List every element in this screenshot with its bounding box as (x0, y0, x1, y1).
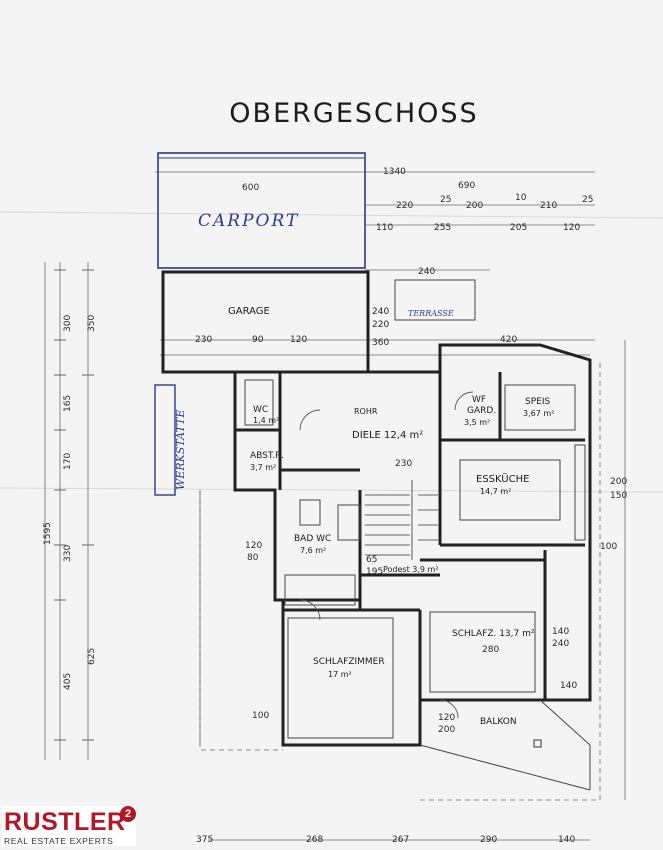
werkstaette-outline (154, 384, 176, 496)
wf-label: WF (472, 395, 486, 405)
dim-left-170: 170 (63, 453, 73, 470)
brand-name: RUSTLER (4, 808, 126, 836)
dim-bottom-375: 375 (196, 835, 213, 845)
dim-right-150: 150 (610, 491, 627, 501)
dim-row3-0: 110 (376, 223, 393, 233)
wc-label: WC (253, 405, 268, 415)
dim-row4-1: 240 (418, 267, 435, 277)
bad-area: 7,6 m² (300, 546, 326, 555)
speis-area: 3,67 m² (523, 409, 554, 418)
dim-misc-80: 80 (247, 553, 259, 563)
dim-left-405: 405 (63, 673, 73, 690)
esskueche-area: 14,7 m² (480, 487, 511, 496)
esskueche-label: ESSKÜCHE (476, 472, 529, 485)
dim-left-165: 165 (63, 395, 73, 412)
dim-top-690: 690 (458, 181, 475, 191)
dim-row2-4: 210 (540, 201, 557, 211)
dim-misc-120: 120 (245, 541, 262, 551)
dim-row3-1: 255 (434, 223, 451, 233)
dim-mid-2: 360 (372, 338, 389, 348)
dim-left-300: 300 (63, 315, 73, 332)
balkon-marker (533, 739, 542, 748)
wf-area: 3,5 m² (464, 418, 490, 427)
dim-garage-4: 120 (290, 335, 307, 345)
dim-right-140b: 140 (560, 681, 577, 691)
dim-left-1595: 1595 (43, 522, 53, 545)
paper-fold-lines (0, 211, 663, 493)
dim-left-625: 625 (87, 648, 97, 665)
dim-misc-120b: 120 (438, 713, 455, 723)
dim-bottom-267: 267 (392, 835, 409, 845)
dim-right-200: 200 (610, 477, 627, 487)
dim-row3-3: 120 (563, 223, 580, 233)
brand-badge: 2 (120, 806, 136, 822)
diele-label: DIELE 12,4 m² (352, 430, 423, 441)
dim-misc-100: 100 (252, 711, 269, 721)
site-outline (199, 360, 601, 801)
dim-misc-195: 195 (366, 567, 383, 577)
dim-row2-1: 25 (440, 195, 451, 205)
dim-misc-65: 65 (366, 555, 377, 565)
dim-row2-3: 10 (515, 193, 527, 203)
dim-mid-3: 420 (500, 335, 517, 345)
abst-label: ABST.R. (250, 451, 284, 461)
dim-row2-5: 25 (582, 195, 593, 205)
wc-area: 1,4 m² (253, 416, 279, 425)
dim-row2-2: 200 (466, 201, 483, 211)
schlafzimmer-area: 17 m² (328, 670, 352, 679)
dim-top-600: 600 (242, 183, 259, 193)
dim-row2-0: 220 (396, 201, 413, 211)
speis-label: SPEIS (525, 397, 550, 407)
dim-left-330: 330 (63, 545, 73, 562)
staircase (365, 480, 438, 560)
dim-garage-3: 90 (252, 335, 264, 345)
dim-mid-0: 240 (372, 307, 389, 317)
plan-title: OBERGESCHOSS (229, 98, 478, 129)
schlafzimmer-label: SCHLAFZIMMER (313, 657, 385, 667)
inner-details (244, 279, 591, 791)
dim-top-total: 1340 (383, 167, 406, 177)
rustler-logo: RUSTLER 2 REAL ESTATE EXPERTS (2, 806, 136, 846)
carport-outline (157, 152, 366, 269)
dim-right-240: 240 (552, 639, 569, 649)
dim-left-350: 350 (87, 315, 97, 332)
abst-area: 3,7 m² (250, 463, 276, 472)
werkstaette-label: WERKSTÄTTE (173, 410, 187, 490)
dim-row3-2: 205 (510, 223, 527, 233)
dim-bottom-290: 290 (480, 835, 497, 845)
dim-misc-280: 280 (482, 645, 499, 655)
bad-label: BAD WC (294, 534, 331, 544)
dim-misc-200: 200 (438, 725, 455, 735)
dimension-ticks (54, 269, 94, 741)
rohr-label: ROHR (354, 407, 378, 416)
balkon-label: BALKON (480, 717, 517, 727)
dim-mid-1: 220 (372, 320, 389, 330)
door-swings (299, 391, 474, 719)
dim-garage-1: 230 (195, 335, 212, 345)
schlafz-label: SCHLAFZ. 13,7 m² (452, 629, 535, 639)
dim-right-140: 140 (552, 627, 569, 637)
garage-label: GARAGE (228, 306, 270, 317)
dim-right-100: 100 (600, 542, 617, 552)
wf-label-2: GARD. (467, 406, 496, 416)
carport-label: CARPORT (198, 211, 299, 231)
podest-label: Podest 3,9 m² (383, 565, 439, 574)
brand-tagline: REAL ESTATE EXPERTS (4, 836, 114, 846)
dim-misc-230: 230 (395, 459, 412, 469)
dim-bottom-268: 268 (306, 835, 323, 845)
terrasse-note: TERRASSE (408, 309, 454, 318)
dim-bottom-140: 140 (558, 835, 575, 845)
